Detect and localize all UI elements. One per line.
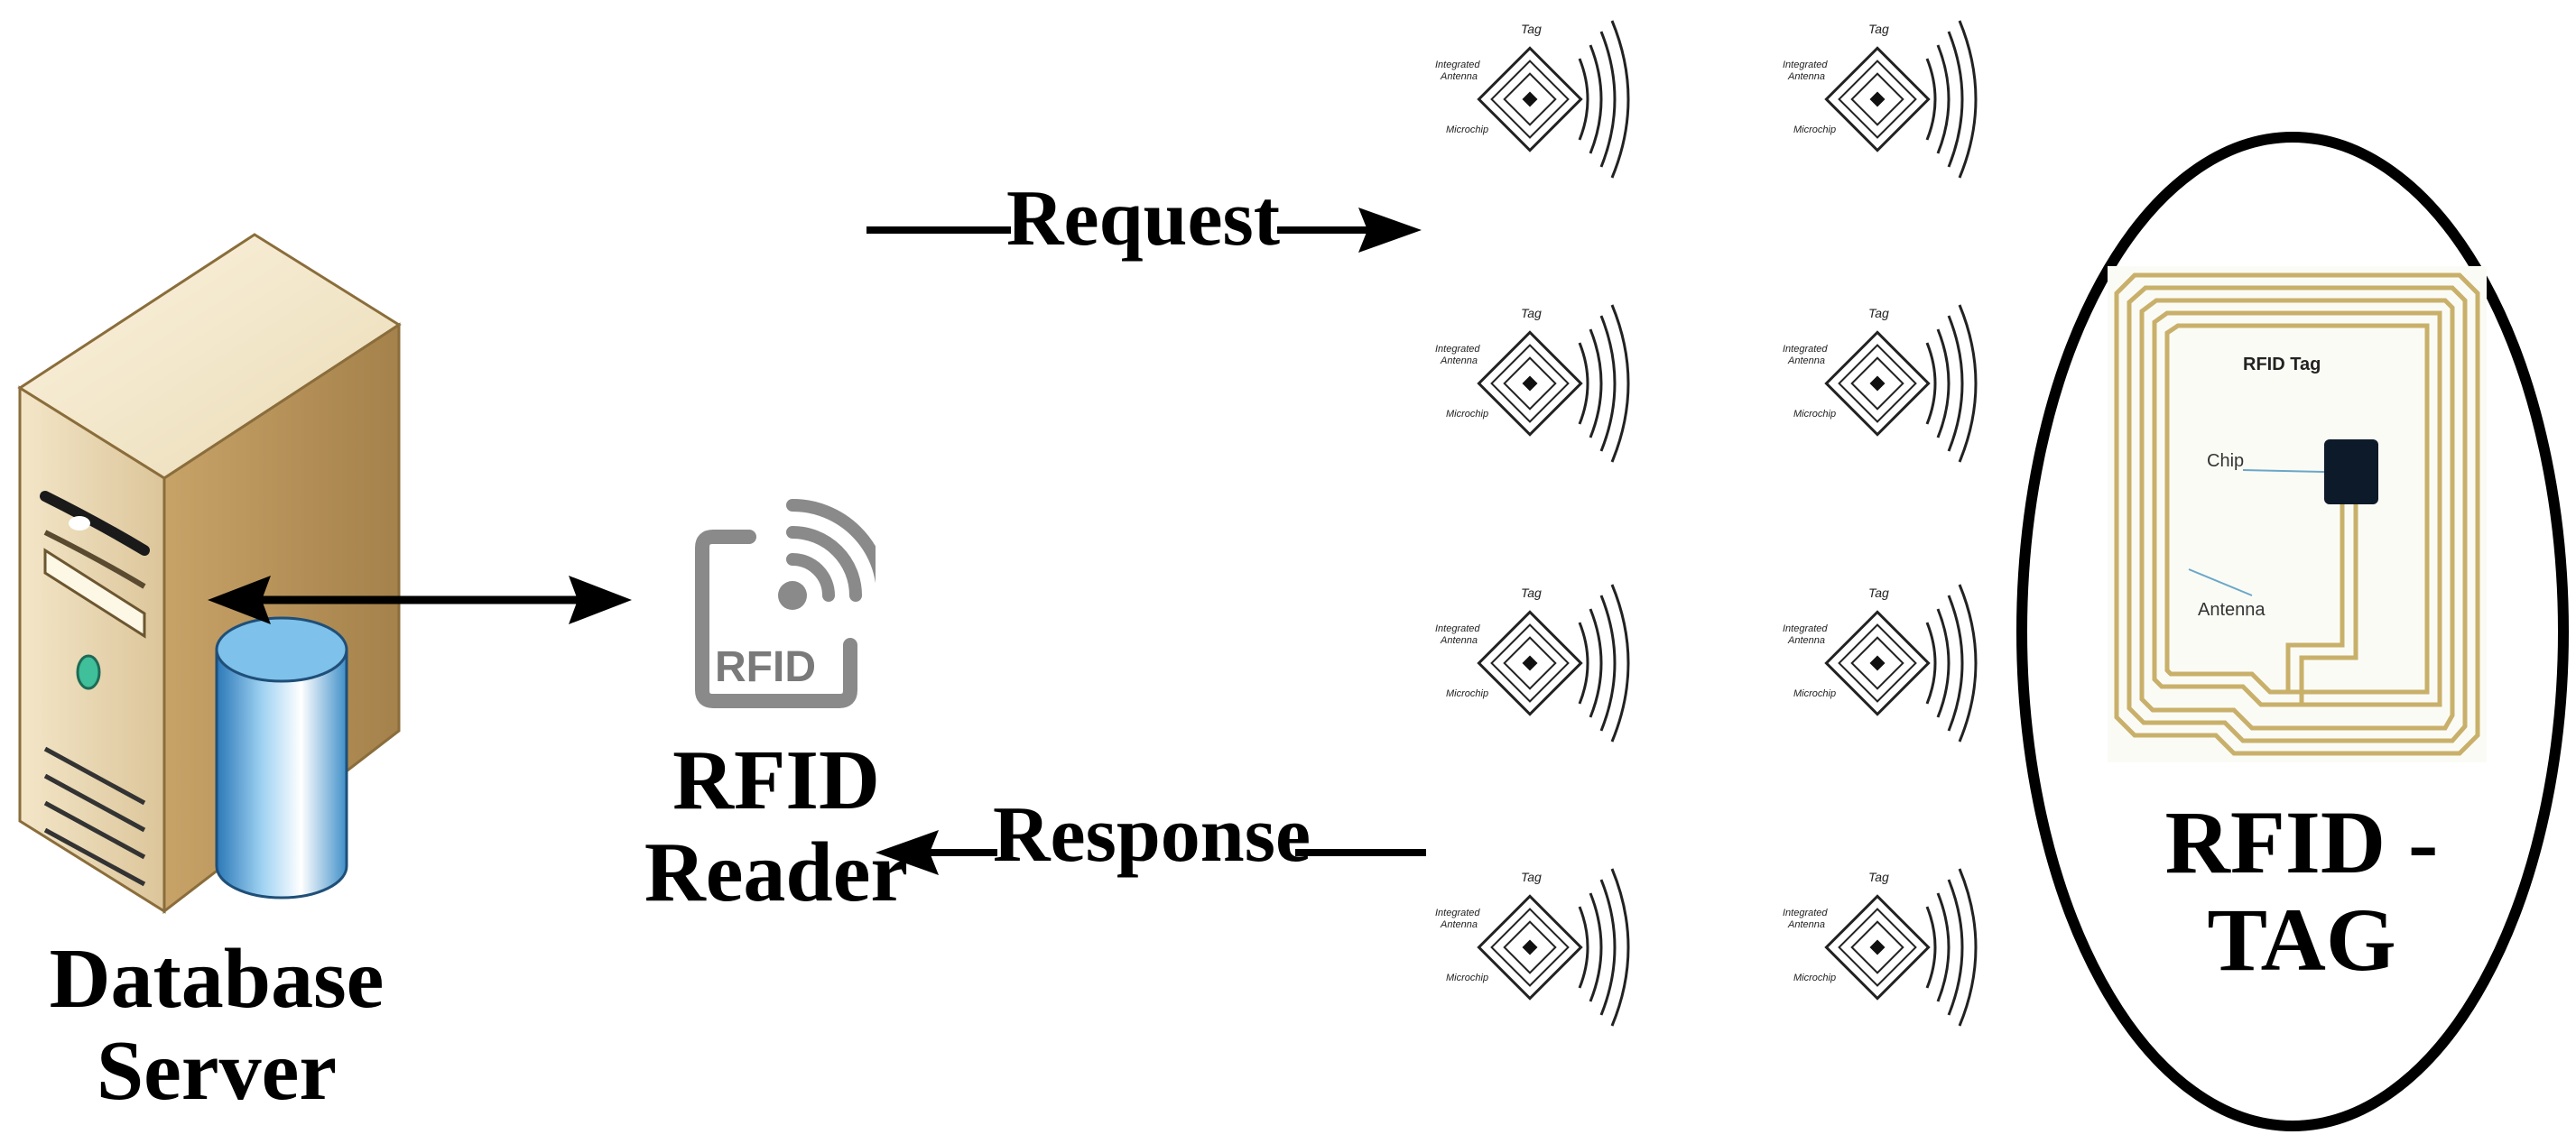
response-label: Response [993,791,1311,879]
tag-antenna-label: Integrated [1783,344,1828,355]
tag-title: Tag [1521,306,1542,320]
rfid-tag-icon: Tag Integrated Antenna Microchip [1783,584,1978,743]
rfid-tag-icon: Tag Integrated Antenna Microchip [1435,584,1630,743]
rfid-reader-icon: RFID [695,499,876,708]
rfid-tag-icon: Tag Integrated Antenna Microchip [1783,304,1978,463]
database-server-label-line1: Database [49,932,385,1026]
rfid-tag-label-line1: RFID - [2164,792,2439,892]
tag-antenna-label: Integrated [1783,908,1828,918]
tag-antenna-label: Integrated [1435,623,1480,634]
rfid-tag-icon: Tag Integrated Antenna Microchip [1435,868,1630,1027]
tag-antenna-label: Integrated [1783,623,1828,634]
rfid-tag-ellipse [2016,132,2569,1131]
rfid-tag-label: RFID - TAG [2148,794,2455,989]
large-rfid-tag-icon: RFID Tag Chip Antenna [2108,266,2487,762]
rfid-tag-icon: Tag Integrated Antenna Microchip [1435,20,1630,179]
rfid-tag-icon: Tag Integrated Antenna Microchip [1435,304,1630,463]
request-arrow [866,208,1422,253]
database-server-icon [17,233,402,915]
tag-antenna-label: Antenna [1787,635,1825,646]
tag-title: Tag [1868,306,1889,320]
tag-antenna-label: Antenna [1440,71,1478,82]
rfid-tag-icon: Tag Integrated Antenna Microchip [1783,868,1978,1027]
tag-chip-label: Microchip [1793,688,1836,699]
tag-title: Tag [1868,586,1889,600]
tag-antenna-label: Antenna [1787,71,1825,82]
tag-chip-label: Microchip [1793,125,1836,135]
tag-title: Tag [1521,586,1542,600]
rfid-reader-icon-text: RFID [715,643,816,691]
tag-title: Tag [1521,22,1542,36]
tag-antenna-label: Integrated [1435,60,1480,70]
server-reader-arrow [208,576,632,624]
tag-antenna-label: Antenna [1787,919,1825,930]
database-server-label: Database Server [18,932,415,1118]
rfid-tag-label-line2: TAG [2207,890,2396,990]
tag-antenna-label: Antenna [1787,355,1825,366]
tag-chip-label: Microchip [1446,409,1488,420]
tag-antenna-label: Integrated [1435,344,1480,355]
tag-chip-label: Microchip [1446,973,1488,983]
tag-title: Tag [1521,870,1542,884]
tag-antenna-label: Integrated [1783,60,1828,70]
tag-antenna-label: Integrated [1435,908,1480,918]
rfid-reader-label-line2: Reader [644,825,909,919]
tag-chip-label: Microchip [1446,125,1488,135]
tag-chip-label: Microchip [1446,688,1488,699]
tag-antenna-label: Antenna [1440,919,1478,930]
tag-title: Tag [1868,870,1889,884]
database-server-label-line2: Server [96,1023,338,1118]
tag-title: Tag [1868,22,1889,36]
rfid-tag-icon: Tag Integrated Antenna Microchip [1783,20,1978,179]
tag-antenna-label: Antenna [1440,635,1478,646]
rfid-reader-label: RFID Reader [632,733,921,919]
rfid-reader-label-line1: RFID [672,733,880,827]
response-arrow [876,830,1426,875]
tag-chip-label: Microchip [1793,973,1836,983]
large-tag-title: RFID Tag [2243,355,2321,374]
tag-antenna-label: Antenna [1440,355,1478,366]
large-tag-chip-label: Chip [2207,451,2244,471]
request-label: Request [1006,175,1281,263]
large-tag-antenna-label: Antenna [2198,600,2266,620]
tag-chip-label: Microchip [1793,409,1836,420]
